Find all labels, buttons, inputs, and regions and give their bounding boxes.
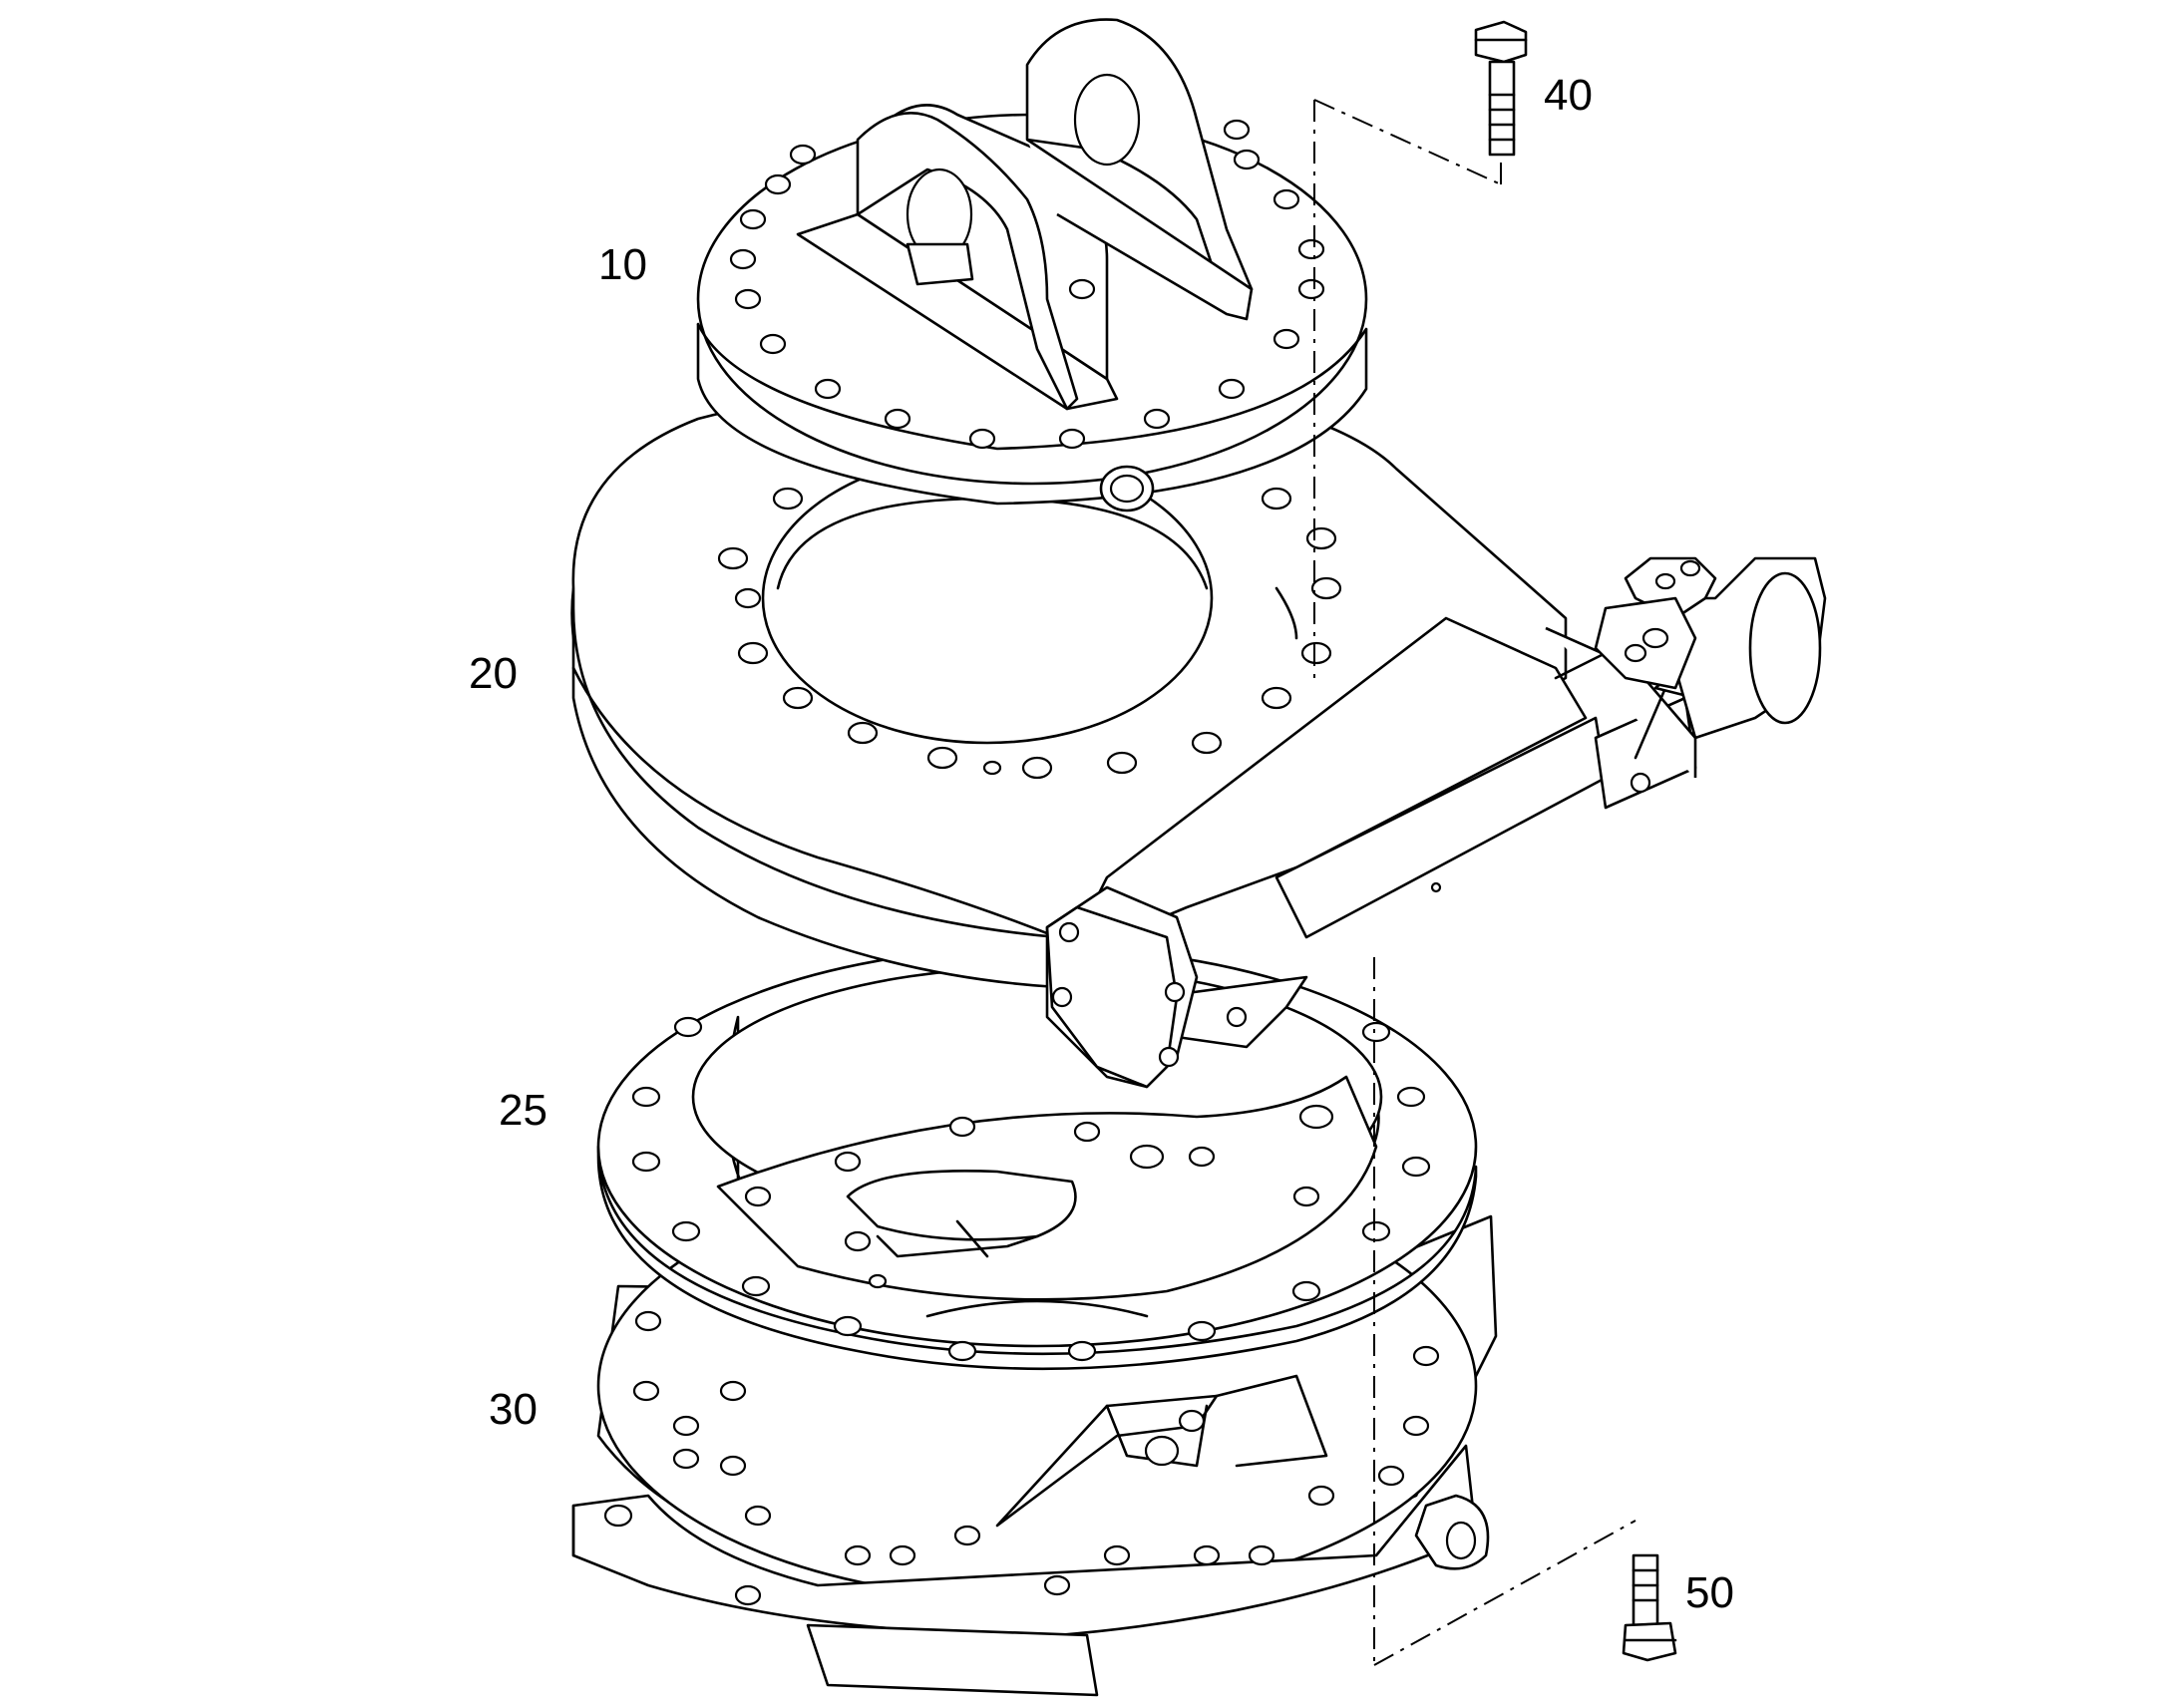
assembly-center-lines <box>1313 99 1636 1666</box>
callout-10: 10 <box>598 240 647 289</box>
bolt-top <box>1474 20 1528 157</box>
callout-30: 30 <box>489 1385 538 1434</box>
callout-20: 20 <box>469 649 518 698</box>
bolt-bottom <box>1622 1553 1677 1662</box>
mounting-plate <box>696 18 1368 512</box>
base-bolt-holes <box>603 1310 1440 1606</box>
slewing-housing <box>570 377 1827 1089</box>
callout-40: 40 <box>1544 71 1593 120</box>
callout-labels: 10 40 20 25 30 50 <box>469 71 1734 1617</box>
ring-bolt-holes <box>631 1016 1431 1362</box>
housing-bolt-holes <box>717 487 1342 780</box>
callout-25: 25 <box>499 1086 547 1135</box>
bearing-ring <box>596 945 1478 1371</box>
callout-50: 50 <box>1685 1568 1734 1617</box>
plate-bolt-holes <box>729 119 1325 450</box>
